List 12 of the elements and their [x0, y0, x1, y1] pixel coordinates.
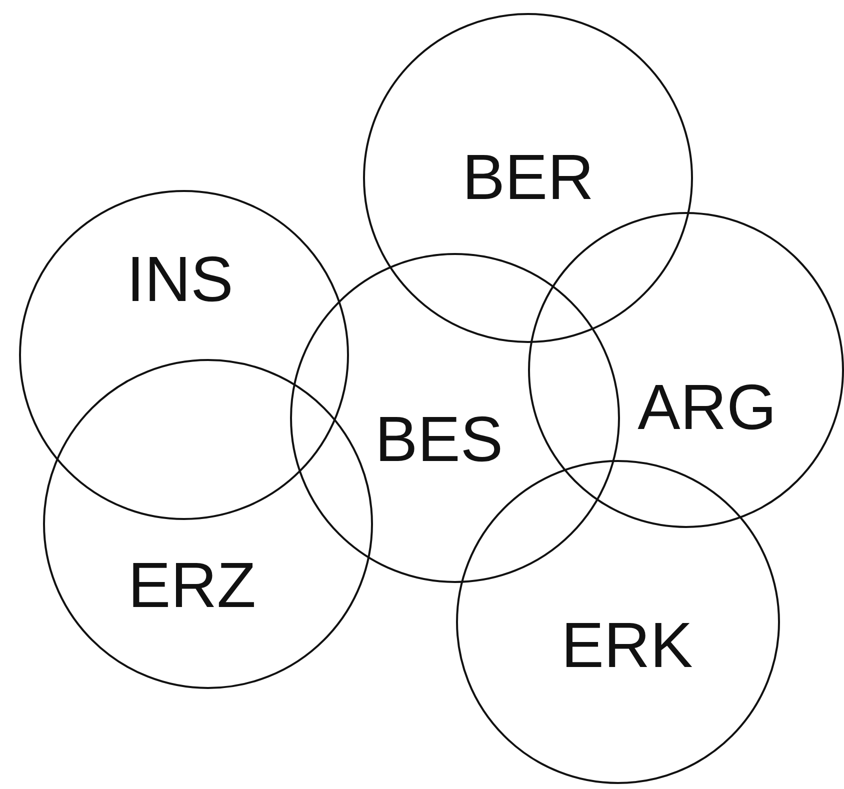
venn-circle [456, 460, 780, 784]
circle-label: ARG [638, 375, 776, 439]
circle-label: ERK [561, 613, 693, 677]
venn-circle [290, 253, 620, 583]
venn-circle [528, 212, 844, 528]
venn-circle [43, 359, 373, 689]
venn-circle [363, 13, 693, 343]
circle-label: BES [374, 407, 504, 471]
circle-label: BER [462, 145, 594, 209]
circle-label: INS [126, 247, 234, 311]
venn-circle [19, 190, 349, 520]
circle-label: ERZ [128, 553, 256, 617]
